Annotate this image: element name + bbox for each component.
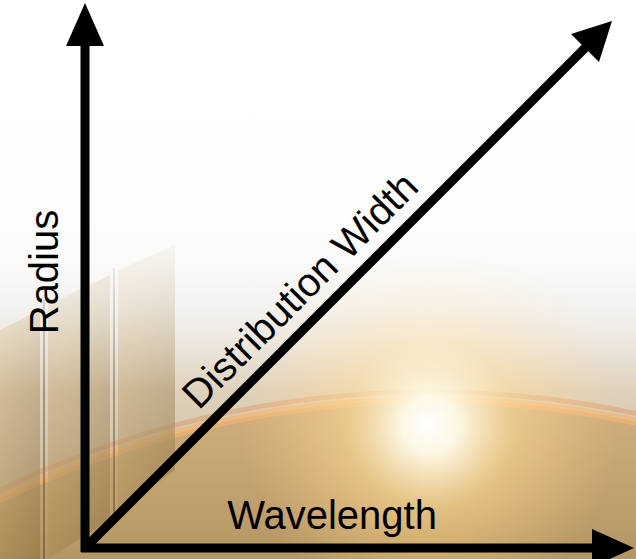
axis-label: Wavelength [227,492,437,538]
axis-label: Radius [21,210,67,335]
wavelength-axis [81,544,598,553]
arrow-head [66,3,104,46]
radius-axis [81,40,90,552]
arrow-head [592,529,634,559]
arrow-head [571,21,612,62]
distribution-width-axis [85,46,587,548]
